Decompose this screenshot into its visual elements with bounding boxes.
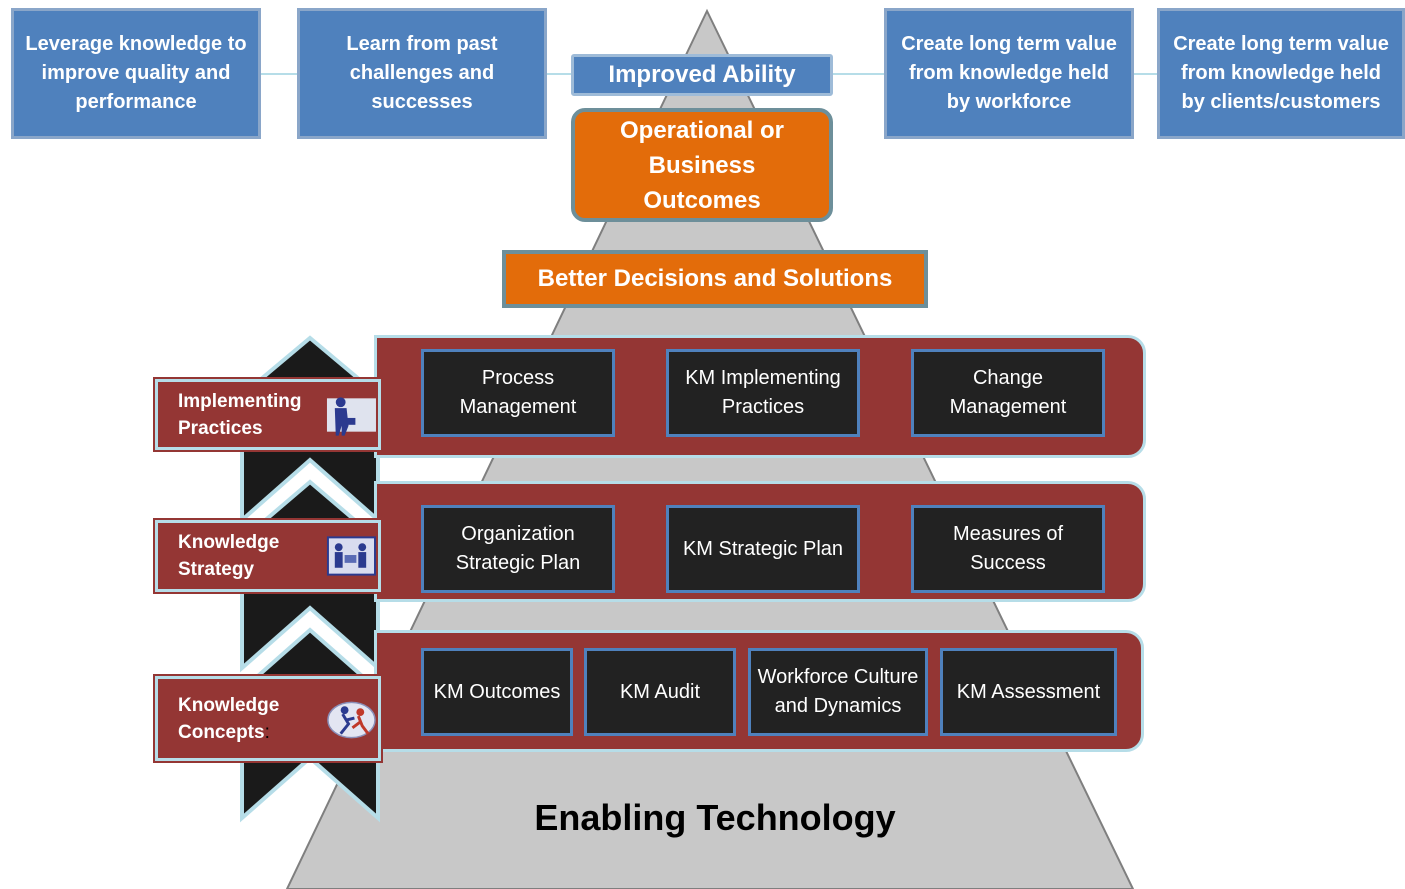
measures-of-success-cell: Measures of Success — [911, 505, 1105, 593]
outcome-box-clients: Create long term value from knowledge he… — [1157, 8, 1405, 139]
operational-outcomes-box: Operational or Business Outcomes — [571, 108, 833, 222]
organization-strategic-plan-cell: Organization Strategic Plan — [421, 505, 615, 593]
enabling-technology-label: Enabling Technology — [460, 797, 970, 847]
cell-label: KM Audit — [619, 680, 701, 703]
foundation-text: Enabling Technology — [534, 797, 896, 838]
implementing-practices-tag: Implementing Practices — [153, 377, 383, 452]
cell-label: Measures of Success — [952, 523, 1064, 574]
knowledge-strategy-label: Knowledge Strategy — [178, 532, 280, 580]
improved-ability-box: Improved Ability — [571, 54, 833, 96]
knowledge-strategy-tag: Knowledge Strategy — [153, 518, 383, 594]
cell-label: Workforce Culture and Dynamics — [757, 666, 919, 717]
knowledge-concepts-tag: Knowledge Concepts: — [153, 674, 383, 763]
cell-label: Change Management — [949, 367, 1067, 418]
knowledge-concepts-suffix: : — [264, 721, 270, 743]
better-decisions-label: Better Decisions and Solutions — [537, 265, 893, 292]
km-outcomes-cell: KM Outcomes — [421, 648, 573, 736]
workforce-culture-cell: Workforce Culture and Dynamics — [748, 648, 928, 736]
running-figures-icon — [327, 701, 376, 738]
improved-ability-label: Improved Ability — [608, 61, 796, 88]
better-decisions-box: Better Decisions and Solutions — [502, 250, 928, 308]
cell-label: Organization Strategic Plan — [455, 523, 581, 574]
km-audit-cell: KM Audit — [584, 648, 736, 736]
cell-label: KM Outcomes — [433, 680, 561, 703]
operational-outcomes-label: Operational or Business Outcomes — [619, 116, 785, 214]
cell-label: KM Assessment — [956, 680, 1101, 703]
outcome-box-quality: Leverage knowledge to improve quality an… — [11, 8, 261, 139]
knowledge-concepts-label: Knowledge Concepts — [178, 694, 280, 743]
km-assessment-cell: KM Assessment — [940, 648, 1117, 736]
outcome-box-text: Learn from past challenges and successes — [346, 33, 498, 113]
cell-label: KM Implementing Practices — [685, 367, 841, 418]
businessperson-icon — [327, 396, 377, 436]
outcome-box-text: Leverage knowledge to improve quality an… — [25, 33, 247, 113]
implementing-practices-label: Implementing Practices — [178, 390, 302, 439]
km-strategic-plan-cell: KM Strategic Plan — [666, 505, 860, 593]
process-management-cell: Process Management — [421, 349, 615, 437]
outcome-box-text: Create long term value from knowledge he… — [901, 33, 1117, 113]
outcome-box-workforce: Create long term value from knowledge he… — [884, 8, 1134, 139]
cell-label: KM Strategic Plan — [682, 537, 844, 560]
outcome-box-learn: Learn from past challenges and successes — [297, 8, 547, 139]
km-implementing-practices-cell: KM Implementing Practices — [666, 349, 860, 437]
outcome-box-text: Create long term value from knowledge he… — [1173, 33, 1389, 113]
change-management-cell: Change Management — [911, 349, 1105, 437]
cell-label: Process Management — [459, 367, 577, 418]
team-meeting-icon — [327, 536, 377, 576]
